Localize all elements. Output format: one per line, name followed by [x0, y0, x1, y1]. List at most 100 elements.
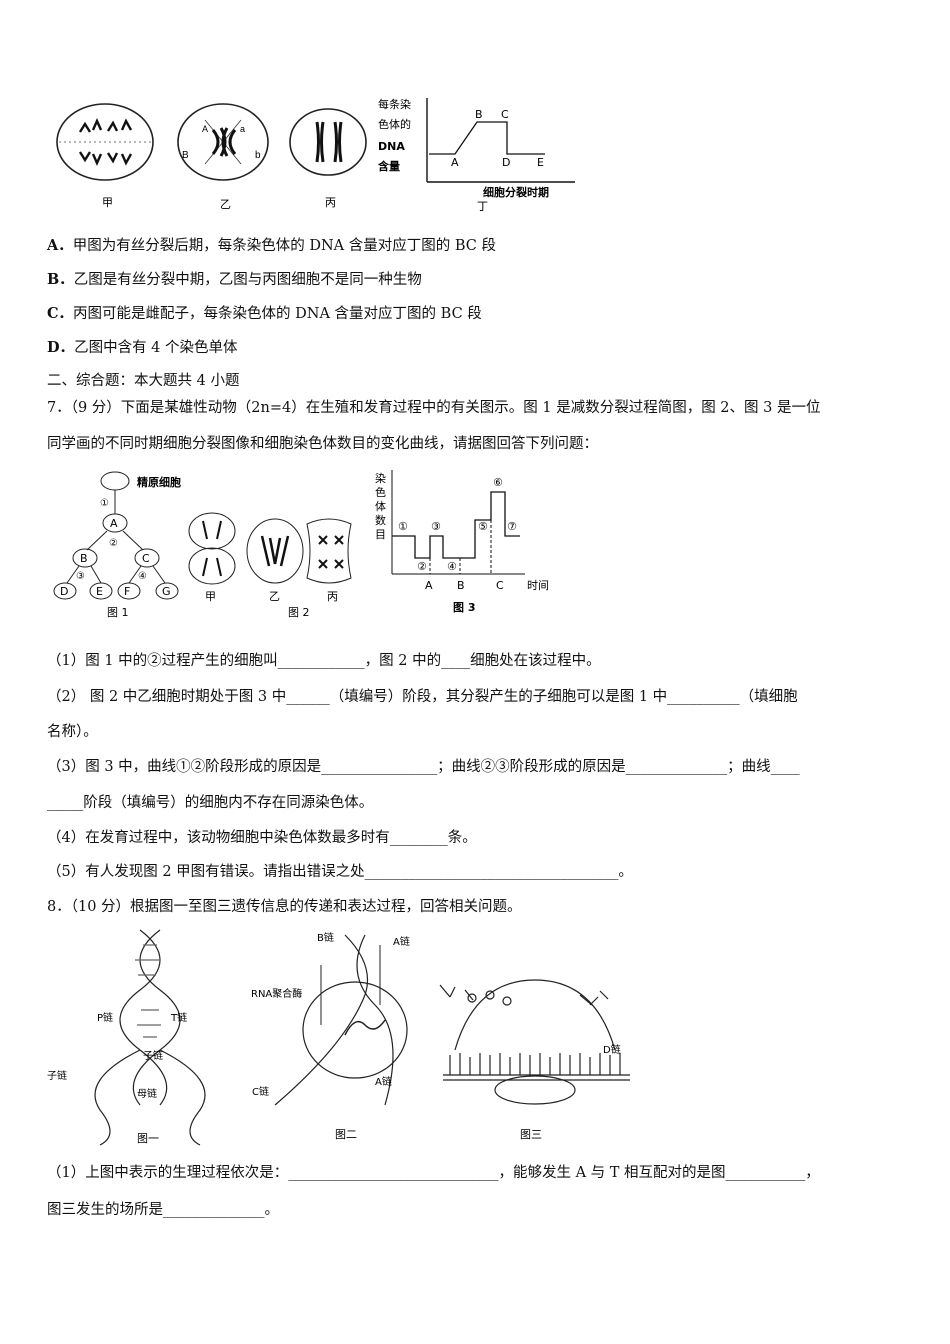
- svg-text:①: ①: [398, 520, 408, 533]
- option-b-letter: B．: [47, 271, 74, 288]
- svg-text:C: C: [142, 552, 150, 565]
- q8-stem: 8．（10 分）根据图一至图三遗传信息的传递和表达过程，回答相关问题。: [47, 899, 522, 915]
- figure-2-caption: 图 2: [288, 606, 310, 619]
- svg-text:⑤: ⑤: [478, 520, 488, 533]
- svg-text:C链: C链: [252, 1085, 269, 1098]
- svg-text:DNA: DNA: [378, 140, 405, 153]
- cell-yi: A B a b: [177, 103, 269, 181]
- svg-text:色体的: 色体的: [378, 117, 411, 131]
- svg-text:C: C: [496, 579, 504, 592]
- svg-text:每条染: 每条染: [378, 97, 411, 111]
- svg-text:E: E: [96, 585, 103, 598]
- option-c-text: 丙图可能是雌配子，每条染色体的 DNA 含量对应丁图的 BC 段: [73, 306, 482, 322]
- option-d-text: 乙图中含有 4 个染色单体: [74, 340, 238, 356]
- option-b: B．乙图是有丝分裂中期，乙图与丙图细胞不是同一种生物: [47, 270, 422, 290]
- svg-text:B: B: [475, 108, 483, 121]
- q8-figures: P链 T链 子链 子链 母链 图一 B链 A链 RNA聚合酶 C链 A链 图二: [45, 925, 645, 1150]
- q7-sub3-line1: （3）图 3 中，曲线①②阶段形成的原因是________________；曲线…: [47, 759, 800, 775]
- cell-yi-letter-b-lower: b: [255, 150, 261, 161]
- svg-text:⑥: ⑥: [493, 476, 503, 489]
- svg-text:子链: 子链: [143, 1049, 163, 1062]
- figure-2-label-yi: 乙: [269, 590, 280, 603]
- cell-yi-letter-a-upper: A: [202, 124, 208, 134]
- figure-2-cells: 甲 乙 丙 图 2: [188, 512, 352, 619]
- option-a-letter: A．: [47, 237, 73, 254]
- cell-bing: [289, 108, 367, 176]
- figure-3-graph: 染 色 体 数 目 ① ② ③ ④ ⑤ ⑥ ⑦ A B C 时间 图 3: [375, 470, 549, 614]
- figure-one-labels: P链 T链 子链 子链 母链 图一: [47, 1011, 187, 1145]
- svg-text:子链: 子链: [47, 1069, 67, 1082]
- svg-text:F: F: [124, 585, 130, 598]
- svg-text:B: B: [457, 579, 465, 592]
- svg-text:A: A: [110, 517, 118, 530]
- svg-text:精原细胞: 精原细胞: [137, 475, 181, 489]
- option-a-text: 甲图为有丝分裂后期，每条染色体的 DNA 含量对应丁图的 BC 段: [72, 238, 497, 254]
- q7-sub1: （1）图 1 中的②过程产生的细胞叫____________，图 2 中的___…: [47, 653, 601, 669]
- svg-text:A: A: [451, 156, 459, 169]
- cell-jia: [56, 103, 154, 181]
- svg-text:P链: P链: [97, 1011, 113, 1024]
- svg-text:④: ④: [447, 560, 457, 573]
- svg-text:A: A: [425, 579, 433, 592]
- q7-sub2-line1: （2） 图 2 中乙细胞时期处于图 3 中______（填编号）阶段，其分裂产生…: [47, 689, 798, 705]
- svg-text:②: ②: [417, 560, 427, 573]
- option-d-letter: D．: [47, 339, 75, 356]
- figure-two-labels: B链 A链 RNA聚合酶 C链 A链 图二: [251, 931, 410, 1141]
- svg-text:E: E: [537, 156, 544, 169]
- q7-sub2-line2: 名称）。: [47, 724, 98, 740]
- cell-yi-letter-b-upper: B: [182, 150, 189, 161]
- cell-yi-letter-a-lower: a: [240, 124, 245, 134]
- figure-one-caption: 图一: [137, 1132, 159, 1145]
- svg-text:①: ①: [100, 498, 109, 509]
- svg-text:母链: 母链: [137, 1087, 157, 1100]
- svg-text:B: B: [80, 552, 88, 565]
- figure-three-caption: 图三: [520, 1128, 542, 1141]
- q7-sub5: （5）有人发现图 2 甲图有错误。请指出错误之处________________…: [47, 864, 633, 880]
- option-b-text: 乙图是有丝分裂中期，乙图与丙图细胞不是同一种生物: [73, 272, 422, 288]
- option-c-letter: C．: [47, 305, 74, 322]
- svg-text:目: 目: [375, 528, 386, 541]
- graph-ding: 每条染 色体的 DNA 含量 A B C D E 细胞分裂时期: [377, 97, 575, 199]
- svg-text:G: G: [162, 585, 171, 598]
- svg-text:D链: D链: [603, 1043, 621, 1056]
- svg-text:色: 色: [375, 485, 386, 499]
- figure-1-tree: 精原细胞 ① A ② B C ③ ④ D E F G 图 1: [53, 471, 181, 619]
- svg-text:C: C: [501, 108, 509, 121]
- q7-stem-line1: 7．（9 分）下面是某雄性动物（2n=4）在生殖和发育过程中的有关图示。图 1 …: [47, 400, 821, 416]
- q7-sub3-line2: _____阶段（填编号）的细胞内不存在同源染色体。: [47, 795, 374, 811]
- figure-two-transcription: [274, 934, 408, 1106]
- q8-sub1-line1: （1）上图中表示的生理过程依次是：_______________________…: [47, 1165, 820, 1181]
- svg-text:②: ②: [109, 538, 118, 549]
- label-jia: 甲: [102, 196, 113, 209]
- option-c: C．丙图可能是雌配子，每条染色体的 DNA 含量对应丁图的 BC 段: [47, 304, 482, 324]
- svg-text:A链: A链: [393, 935, 410, 948]
- option-a: A．甲图为有丝分裂后期，每条染色体的 DNA 含量对应丁图的 BC 段: [47, 236, 496, 256]
- section-title: 二、综合题：本大题共 4 小题: [47, 373, 240, 389]
- label-ding: 丁: [477, 200, 488, 213]
- figure-2-label-bing: 丙: [327, 590, 338, 603]
- q7-sub4: （4）在发育过程中，该动物细胞中染色体数最多时有________条。: [47, 830, 477, 846]
- figure-two-caption: 图二: [335, 1128, 357, 1141]
- svg-text:细胞分裂时期: 细胞分裂时期: [483, 185, 549, 199]
- svg-text:④: ④: [138, 571, 147, 582]
- label-bing: 丙: [325, 196, 336, 209]
- top-figure: A B a b 每条染 色体的 DNA 含量 A B C D E 细胞分裂时期: [45, 90, 605, 220]
- figure-1-caption: 图 1: [107, 606, 129, 619]
- svg-text:T链: T链: [170, 1011, 187, 1024]
- svg-text:体: 体: [375, 499, 386, 513]
- q7-figures: 精原细胞 ① A ② B C ③ ④ D E F G 图 1: [45, 466, 565, 626]
- svg-text:RNA聚合酶: RNA聚合酶: [251, 987, 302, 1000]
- svg-text:D: D: [60, 585, 68, 598]
- svg-text:含量: 含量: [377, 159, 400, 173]
- svg-text:③: ③: [431, 520, 441, 533]
- figure-3-caption: 图 3: [453, 601, 475, 614]
- svg-text:③: ③: [76, 571, 85, 582]
- figure-one-replication: [94, 929, 206, 1146]
- figure-three-translation: [439, 979, 630, 1105]
- figure-three-labels: D链 图三: [520, 1043, 621, 1141]
- option-d: D．乙图中含有 4 个染色单体: [47, 338, 238, 358]
- label-yi: 乙: [220, 198, 231, 211]
- svg-text:染: 染: [375, 471, 386, 485]
- figure-2-label-jia: 甲: [205, 590, 216, 603]
- svg-text:D: D: [502, 156, 510, 169]
